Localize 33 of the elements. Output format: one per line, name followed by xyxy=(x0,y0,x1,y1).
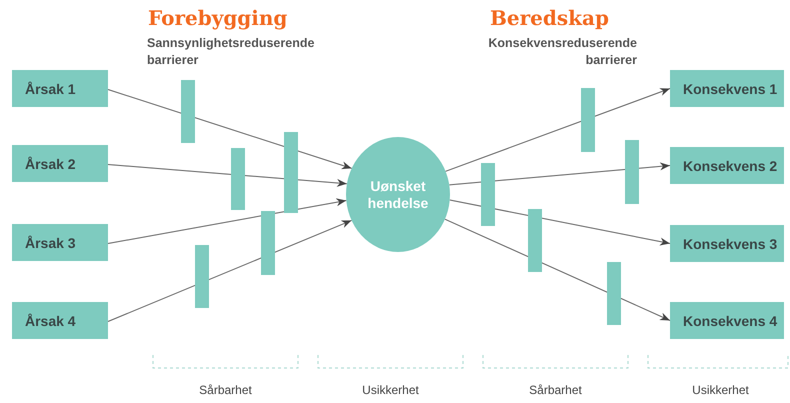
box-label: Årsak 1 xyxy=(25,80,76,96)
arrow xyxy=(108,220,352,322)
box-label: Årsak 2 xyxy=(25,156,76,172)
consequence-box xyxy=(670,225,784,262)
consequence-box xyxy=(670,70,784,107)
bracket-label: Usikkerhet xyxy=(361,383,420,397)
cause-box xyxy=(12,302,108,339)
cause-box xyxy=(12,224,108,261)
box-label: Konsekvens 1 xyxy=(683,80,778,96)
section-heading: Beredskap xyxy=(490,6,609,30)
bracket-label: Sårbarhet xyxy=(528,383,583,397)
cause-box xyxy=(12,70,108,107)
section-heading: Forebygging xyxy=(148,6,288,30)
box-label: Konsekvens 2 xyxy=(683,158,778,174)
arrow xyxy=(449,200,670,246)
box-label: Konsekvens 4 xyxy=(683,312,778,328)
box-label: Årsak 3 xyxy=(25,234,76,250)
box-label: Årsak 4 xyxy=(25,312,76,328)
arrow xyxy=(444,218,670,321)
arrow xyxy=(445,88,670,172)
arrow xyxy=(108,164,348,187)
consequence-box xyxy=(670,147,784,184)
consequence-box xyxy=(670,302,784,339)
arrow xyxy=(448,162,670,186)
section-subtitle: Konsekvensreduserende barrierer xyxy=(487,35,637,69)
box-label: Konsekvens 3 xyxy=(683,236,778,252)
bracket-label: Sårbarhet xyxy=(198,383,253,397)
cause-box xyxy=(12,145,108,182)
event-label: Uønsket hendelse xyxy=(366,178,430,212)
section-subtitle: Sannsynlighetsreduserende barrierer xyxy=(147,35,316,69)
arrow xyxy=(108,89,352,170)
bracket-label: Usikkerhet xyxy=(691,383,750,397)
arrow xyxy=(108,198,347,244)
